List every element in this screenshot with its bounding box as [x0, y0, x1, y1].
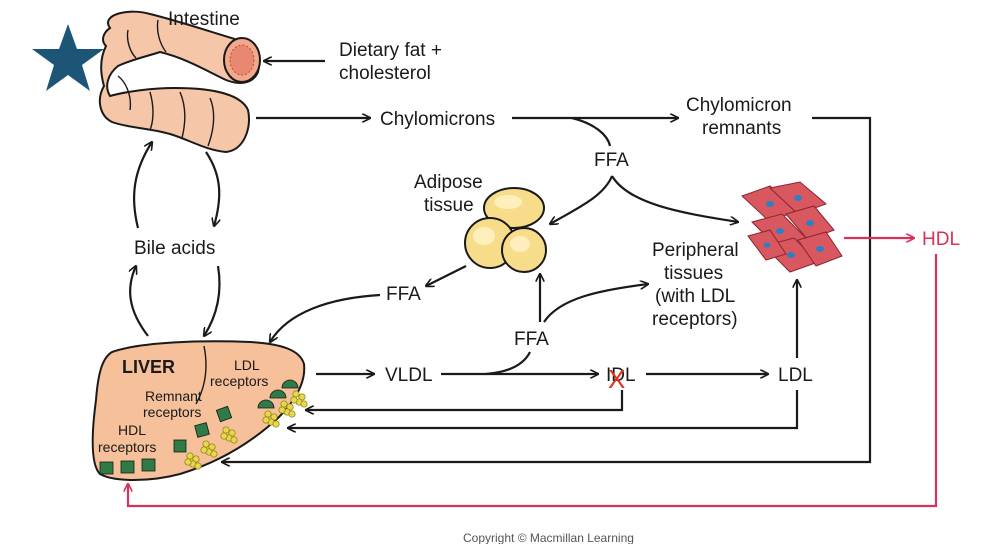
ldl-receptors-label-line1: LDL: [234, 357, 260, 373]
hdl-receptors-label-line1: HDL: [118, 422, 146, 438]
chylo-remnants-label-line2: remnants: [702, 118, 781, 139]
remnant-receptors-label-line2: receptors: [143, 404, 201, 420]
ffa-to-adipose-arrow: [550, 175, 614, 224]
hdl-label: HDL: [922, 229, 960, 250]
idl-to-liver-arrow: [306, 390, 624, 410]
liver-to-bile-acids-arrow: [130, 266, 149, 337]
dietary-label-line1: Dietary fat +: [339, 40, 442, 61]
bile-acids-to-liver-arrow: [204, 265, 221, 336]
hdl-receptor-icons: [99, 458, 156, 475]
ldl-receptors-label-line2: receptors: [210, 373, 268, 389]
ldl-label: LDL: [778, 365, 813, 386]
liver-icon: [91, 340, 306, 481]
remnants-to-liver-arrow: [222, 116, 872, 462]
peripheral-label-line3: (with LDL: [655, 286, 735, 307]
vldl-to-ffa-curve: [485, 351, 531, 376]
bile-acids-to-intestine-arrow: [132, 142, 152, 229]
chylo-to-ffa-curve: [571, 116, 612, 147]
adipose-to-ffa-arrow: [426, 265, 467, 286]
lipoprotein-particle-icons: [184, 390, 308, 470]
star-icon: [32, 24, 104, 91]
remnant-receptors-label-line1: Remnant: [145, 388, 202, 404]
ffa-to-muscle-arrow: [611, 175, 738, 222]
muscle-cells-icon: [741, 181, 843, 273]
hdl-receptors-label-line2: receptors: [98, 439, 156, 455]
liver-label: LIVER: [122, 357, 175, 377]
adipose-label-line2: tissue: [424, 195, 474, 216]
adipose-cells-icon: [464, 187, 547, 273]
ffa-mid-label: FFA: [514, 329, 549, 350]
ffa-left-label: FFA: [386, 284, 421, 305]
ldl-receptor-icons: [257, 379, 299, 409]
peripheral-label-line1: Peripheral: [652, 240, 739, 261]
ffa-top-label: FFA: [594, 150, 629, 171]
hdl-to-liver-arrow: [128, 254, 938, 508]
chylo-remnants-label-line1: Chylomicron: [686, 95, 792, 116]
ffa-to-liver-arrow: [270, 293, 381, 342]
bile-acids-label: Bile acids: [134, 238, 215, 259]
ldl-to-liver-arrow: [288, 390, 799, 428]
adipose-label-line1: Adipose: [414, 172, 483, 193]
dietary-label-line2: cholesterol: [339, 63, 431, 84]
intestine-icon: [98, 10, 261, 154]
intestine-to-bile-acids-arrow: [205, 151, 219, 226]
idl-cross-mark: X: [608, 364, 625, 394]
peripheral-label-line4: receptors): [652, 309, 738, 330]
vldl-label: VLDL: [385, 365, 433, 386]
peripheral-label-line2: tissues: [664, 263, 723, 284]
ffa-to-peripheral-arrow: [543, 284, 648, 323]
copyright-text: Copyright © Macmillan Learning: [463, 531, 634, 544]
idl-label: IDL: [606, 365, 636, 386]
intestine-label: Intestine: [168, 9, 240, 30]
chylomicrons-label: Chylomicrons: [380, 109, 495, 130]
remnant-receptor-icons: [173, 405, 233, 453]
